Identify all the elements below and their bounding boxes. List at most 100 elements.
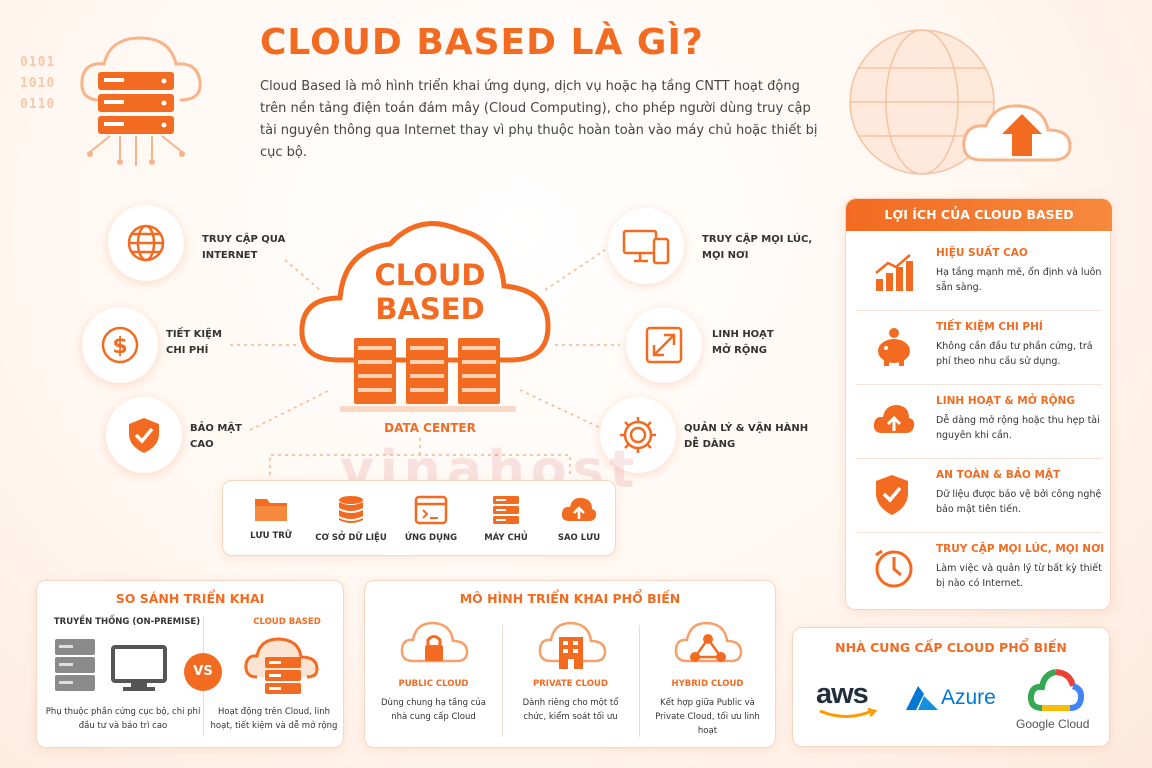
cloud-based-title: CLOUD BASED [253,617,321,627]
central-cloud-title: CLOUD BASED [320,258,540,326]
feature-label-line: MỌI NƠI [702,250,749,261]
models-panel: MÔ HÌNH TRIỂN KHAI PHỔ BIẾN PUBLIC CLOUD… [364,580,776,748]
feature-label-line: QUẢN LÝ & VẬN HÀNH [684,423,809,434]
cloud-lock-icon [399,617,469,673]
service-label: MÁY CHỦ [484,533,528,543]
dollar-icon: $ [99,324,141,366]
cloud-building-icon [537,617,607,673]
benefit-item: HIỆU SUẤT CAO Hạ tầng mạnh mẽ, ổn định v… [856,237,1102,311]
model-title: PRIVATE CLOUD [533,679,608,689]
feature-anytime-access [608,208,684,284]
growth-chart-icon [872,251,916,295]
globe-cloud-illustration-icon [842,20,1082,190]
feature-label: TIẾT KIỆM CHI PHÍ [166,327,222,359]
feature-label: LINH HOẠT MỞ RỘNG [712,327,774,359]
service-backup: SAO LƯU [541,495,617,543]
binary-decoration: 0101 1010 0110 [20,52,55,115]
feature-label-line: CHI PHÍ [166,345,209,356]
feature-label-line: CAO [190,439,214,450]
benefit-desc: Hạ tầng mạnh mẽ, ổn định và luôn sẵn sàn… [936,267,1102,293]
cloud-based-desc: Hoạt động trên Cloud, linh hoạt, tiết ki… [210,707,338,731]
central-title-line: BASED [375,292,485,326]
feature-label: TRUY CẬP MỌI LÚC, MỌI NƠI [702,232,812,264]
cloud-network-icon [673,617,743,673]
service-storage: LƯU TRỮ [233,495,309,541]
service-application: ỨNG DỤNG [393,495,469,543]
expand-icon [644,325,684,365]
benefit-title: AN TOÀN & BẢO MẬT [936,469,1061,481]
model-desc: Dành riêng cho một tổ chức, kiểm soát tố… [522,698,619,722]
shield-check-icon [123,414,165,456]
cloud-servers-icon [243,633,323,697]
model-desc: Dùng chung hạ tầng của nhà cung cấp Clou… [381,698,486,722]
azure-logo: Azure [941,686,996,709]
clock-icon [872,547,916,591]
feature-cost-saving: $ [82,307,158,383]
feature-high-security [106,397,182,473]
feature-flexible-scaling [626,307,702,383]
on-premise-desc: Phụ thuộc phần cứng cục bộ, chi phí đầu … [45,707,201,731]
benefit-item: AN TOÀN & BẢO MẬT Dữ liệu được bảo vệ bở… [856,459,1102,533]
piggy-bank-icon [872,325,916,369]
model-title: PUBLIC CLOUD [398,679,469,689]
azure-icon [904,684,940,712]
comparison-panel: SO SÁNH TRIỂN KHAI TRUYỀN THỐNG (ON-PREM… [36,580,344,748]
on-premise-title: TRUYỀN THỐNG (ON-PREMISE) [53,617,201,627]
server-icon [468,495,544,525]
central-cloud-icon [290,210,560,380]
service-label: ỨNG DỤNG [404,533,458,543]
devices-icon [622,225,670,267]
binary-line: 0101 [20,55,56,70]
page-description: Cloud Based là mô hình triển khai ứng dụ… [260,79,818,160]
benefit-desc: Dữ liệu được bảo vệ bởi công nghệ bảo mậ… [936,489,1102,515]
on-premise-servers-icon [51,635,171,695]
benefit-desc: Không cần đầu tư phần cứng, trả phí theo… [936,341,1093,367]
gear-icon [617,414,659,456]
app-window-icon [393,495,469,525]
service-label: SAO LƯU [557,533,601,543]
google-cloud-logo: Google Cloud [1016,717,1090,731]
feature-internet-access [108,205,184,281]
service-server: MÁY CHỦ [468,495,544,543]
benefit-title: TRUY CẬP MỌI LÚC, MỌI NƠI [936,543,1105,555]
service-database: CƠ SỞ DỮ LIỆU [313,495,389,543]
shield-check-icon [872,473,912,517]
benefit-item: TIẾT KIỆM CHI PHÍ Không cần đầu tư phần … [856,311,1102,385]
providers-panel: NHÀ CUNG CẤP CLOUD PHỔ BIẾN [792,627,1110,747]
service-label: CƠ SỞ DỮ LIỆU [315,533,387,543]
feature-label: QUẢN LÝ & VẬN HÀNH DỄ DÀNG [684,421,808,453]
feature-label-line: INTERNET [202,250,258,261]
providers-title: NHÀ CUNG CẤP CLOUD PHỔ BIẾN [835,640,1067,655]
comparison-title: SO SÁNH TRIỂN KHAI [115,591,265,606]
benefit-title: TIẾT KIỆM CHI PHÍ [936,321,1043,333]
connector-lines [230,249,620,475]
feature-label: TRUY CẬP QUA INTERNET [202,232,285,264]
feature-label-line: LINH HOẠT [712,329,774,340]
folder-icon [233,495,309,523]
benefit-desc: Làm việc và quản lý từ bất kỳ thiết bị n… [936,563,1102,589]
vs-badge: VS [184,653,222,691]
services-box: LƯU TRỮ CƠ SỞ DỮ LIỆU ỨNG DỤNG MÁY CHỦ S… [222,480,616,556]
benefit-desc: Dễ dàng mở rộng hoặc thu hẹp tài nguyên … [936,415,1100,441]
binary-line: 1010 [20,76,56,91]
models-title: MÔ HÌNH TRIỂN KHAI PHỔ BIẾN [459,591,681,606]
feature-label-line: TIẾT KIỆM [166,329,222,340]
datacenter-label: DATA CENTER [384,421,476,435]
model-title: HYBRID CLOUD [671,679,744,689]
benefit-title: LINH HOẠT & MỞ RỘNG [936,395,1075,407]
binary-line: 0110 [20,97,56,112]
server-racks-icon [340,338,520,418]
service-label: LƯU TRỮ [250,531,292,541]
benefits-panel: LỢI ÍCH CỦA CLOUD BASED HIỆU SUẤT CAO Hạ… [845,198,1112,610]
feature-label-line: MỞ RỘNG [712,345,767,356]
aws-smile-icon [818,708,878,720]
feature-label-line: TRUY CẬP QUA [202,234,286,245]
database-icon [313,495,389,525]
feature-label-line: TRUY CẬP MỌI LÚC, [702,234,813,245]
benefit-title: HIỆU SUẤT CAO [936,247,1028,259]
cloud-upload-icon [541,495,617,525]
central-title-line: CLOUD [374,258,486,292]
google-cloud-icon [1028,668,1084,712]
feature-label: BẢO MẬT CAO [190,421,242,453]
